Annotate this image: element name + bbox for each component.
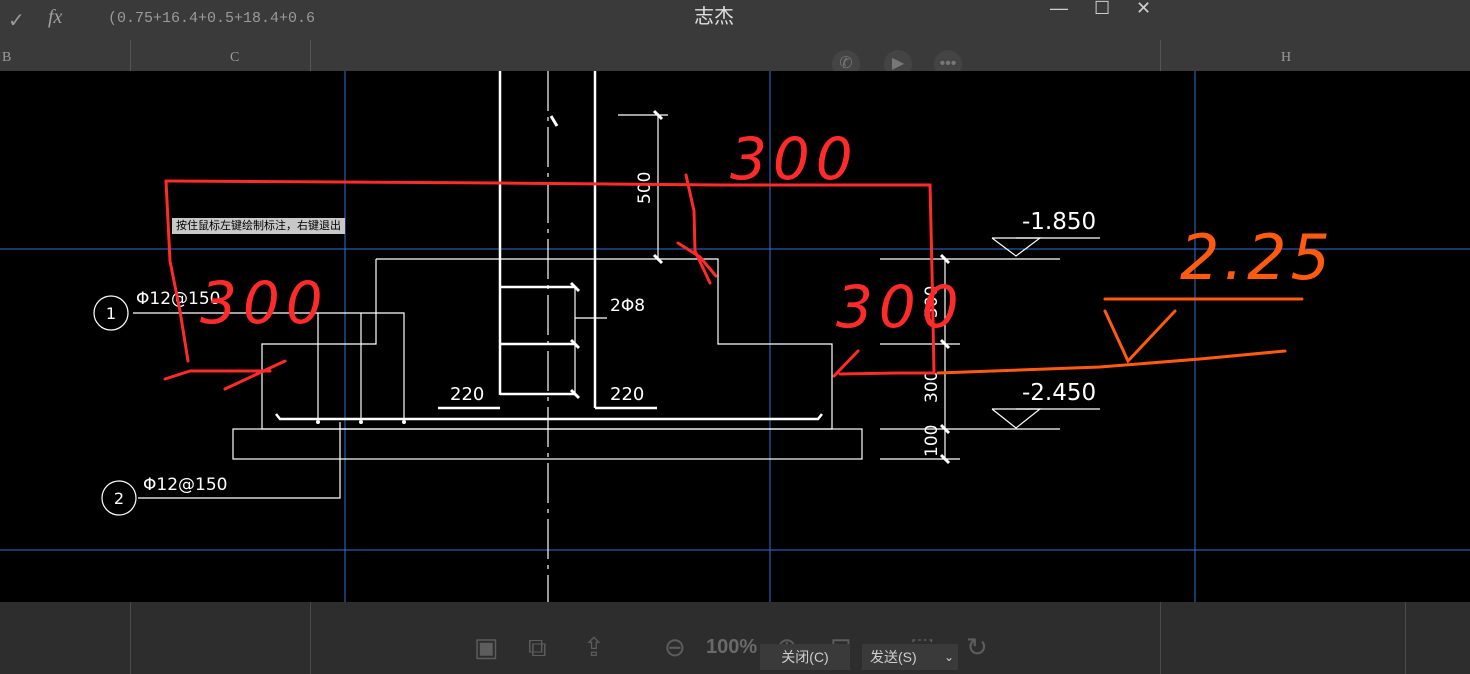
dim-100: 100 xyxy=(922,425,942,457)
close-icon[interactable]: ✕ xyxy=(1136,0,1152,18)
dim-500-top: 500 xyxy=(635,172,655,204)
rebar-2-label: Φ12@150 xyxy=(143,475,227,495)
annotation-top: 300 xyxy=(730,125,859,193)
zoom-out-icon[interactable]: ⊖ xyxy=(664,632,686,662)
elevation-bottom: -2.450 xyxy=(1022,380,1096,406)
annotation-right: 300 xyxy=(836,273,965,341)
column-divider xyxy=(130,40,131,71)
column-divider xyxy=(1405,602,1406,674)
column-divider xyxy=(310,40,311,71)
minimize-icon[interactable]: — xyxy=(1050,0,1068,18)
rebar-dots xyxy=(316,420,406,424)
foundation-outline xyxy=(93,71,1100,602)
fx-label[interactable]: fx xyxy=(48,6,63,28)
dimension-ticks xyxy=(549,109,951,465)
expand-icon[interactable]: ⧉ xyxy=(528,632,547,662)
save-icon[interactable]: ▣ xyxy=(474,632,499,662)
grid-lines xyxy=(0,71,1470,602)
chevron-down-icon[interactable]: ⌄ xyxy=(944,650,955,664)
orange-annotation-strokes xyxy=(936,297,1304,375)
window-controls: — ☐ ✕ xyxy=(990,0,1160,22)
column-divider xyxy=(310,602,311,674)
image-viewer-toolbar: ▣ ⧉ ⇪ ⊖ 100% ⊕ ⊡ ⬚ ↻ 关闭(C) 发送(S) ⌄ xyxy=(0,602,1470,674)
dim-300: 300 xyxy=(922,371,942,403)
width-left-label: 220 xyxy=(450,384,484,405)
draw-tooltip: 按住鼠标左键绘制标注，右键退出 xyxy=(172,218,345,234)
rebar-1-tag: 1 xyxy=(106,304,116,323)
formula-input[interactable]: (0.75+16.4+0.5+18.4+0.6 xyxy=(108,10,316,27)
width-right-label: 220 xyxy=(610,384,644,405)
column-h-header[interactable]: H xyxy=(1281,50,1292,65)
rebar-2-tag: 2 xyxy=(114,489,124,508)
column-divider xyxy=(1160,40,1161,71)
column-divider xyxy=(130,602,131,674)
cad-svg: 1 Φ12@150 2 Φ12@150 2Φ8 220 220 500 500 … xyxy=(0,71,1470,602)
cad-drawing[interactable]: 1 Φ12@150 2 Φ12@150 2Φ8 220 220 500 500 … xyxy=(0,71,1470,602)
red-annotation-strokes xyxy=(163,173,936,391)
annotation-left: 300 xyxy=(200,269,329,337)
annotation-elevation: 2.25 xyxy=(1180,221,1334,294)
close-button[interactable]: 关闭(C) xyxy=(760,644,850,670)
restore-icon[interactable]: ☐ xyxy=(1094,0,1111,18)
viewer-title: 志杰 xyxy=(694,6,734,28)
column-b-header[interactable]: B xyxy=(2,50,12,65)
check-icon[interactable]: ✓ xyxy=(8,10,25,32)
column-c-header[interactable]: C xyxy=(230,50,240,65)
formula-bar: ✓ fx (0.75+16.4+0.5+18.4+0.6 xyxy=(0,0,1470,41)
send-button[interactable]: 发送(S) xyxy=(862,644,958,670)
elevation-top: -1.850 xyxy=(1022,209,1096,235)
stirrup-label: 2Φ8 xyxy=(610,296,645,316)
column-header: B C H xyxy=(0,40,1470,71)
share-icon[interactable]: ⇪ xyxy=(583,632,605,662)
column-divider xyxy=(1160,602,1161,674)
zoom-level: 100% xyxy=(706,636,758,658)
rotate-icon[interactable]: ↻ xyxy=(966,632,988,662)
